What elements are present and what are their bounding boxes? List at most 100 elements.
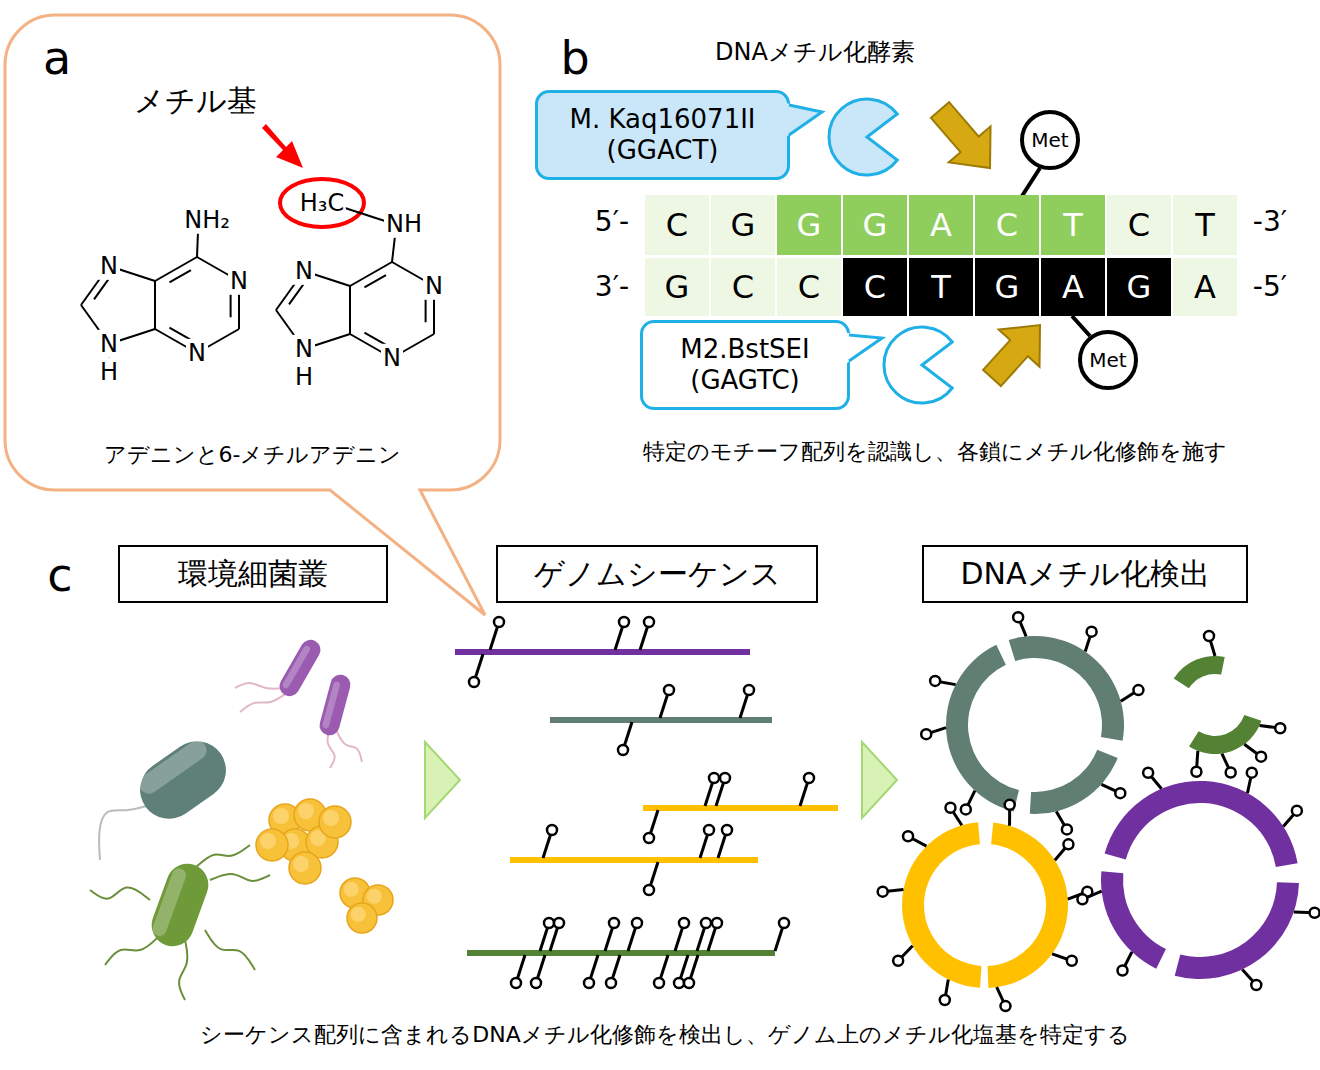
node-text: G: [665, 268, 690, 306]
node-text: A: [930, 206, 952, 244]
base-cell: G: [843, 195, 907, 255]
enzyme-icon: [829, 99, 897, 175]
panel-letter: b: [560, 33, 589, 84]
node-text: T: [1195, 206, 1215, 244]
flagellum: [240, 692, 288, 712]
flow-triangle: [425, 742, 460, 818]
flagellum: [179, 940, 187, 1000]
highlight-ellipse: [280, 179, 364, 227]
base-cell: T: [1173, 195, 1237, 255]
flagellum: [210, 874, 270, 881]
atom-label: N: [293, 257, 315, 285]
panel-letter: c: [47, 550, 72, 601]
atom-label: N: [98, 330, 120, 358]
node-text: M. Kaq16071II (GGACT): [548, 104, 777, 166]
callout-bubble: [5, 15, 500, 615]
base-cell: C: [975, 195, 1039, 255]
bacterium: [317, 672, 352, 737]
atom-label: N: [98, 252, 120, 280]
met-stem: [1022, 168, 1040, 196]
node-text: T: [1063, 206, 1083, 244]
molecule-structure: [276, 236, 434, 367]
node-text: ゲノムシーケンス: [534, 556, 781, 592]
atom-label: H: [293, 363, 315, 391]
node-text: G: [797, 206, 822, 244]
red-arrow: [262, 124, 303, 168]
annotation: 3′-: [595, 272, 629, 303]
node-text: Met: [1031, 128, 1068, 152]
node-text: G: [995, 268, 1020, 306]
callout-tail: [847, 333, 882, 363]
atom-label: NH: [384, 210, 424, 238]
atom-label: N: [293, 335, 315, 363]
circular-genome: [878, 800, 1093, 1011]
sequence-read: [643, 773, 838, 843]
base-cell: G: [975, 258, 1039, 316]
bacterium: [146, 858, 215, 952]
node-text: アデニンと6-メチルアデニン: [104, 442, 402, 468]
atom-label: N: [423, 272, 445, 300]
pointer-arrow: [983, 325, 1040, 386]
atom-label: NH₂: [182, 206, 232, 234]
bacterium: [276, 636, 324, 700]
methyl-marker: Met: [1078, 330, 1138, 390]
base-cell: C: [777, 258, 841, 316]
flagellum: [205, 930, 255, 970]
node-text: C: [732, 268, 754, 306]
node-text: Met: [1089, 348, 1126, 372]
step-box: ゲノムシーケンス: [496, 545, 818, 603]
sequence-read: [510, 825, 758, 895]
node-text: A: [1062, 268, 1084, 306]
coccus-cluster: [256, 799, 351, 884]
molecule-structure: [81, 232, 239, 362]
met-stem: [1072, 316, 1090, 336]
enzyme-callout: M. Kaq16071II (GGACT): [535, 90, 790, 180]
bacterium: [129, 730, 238, 830]
callout-tail: [789, 105, 822, 135]
annotation: DNAメチル化酵素: [715, 39, 915, 65]
annotation: 特定のモチーフ配列を認識し、各鎖にメチル化修飾を施す: [643, 440, 1227, 464]
node-text: G: [863, 206, 888, 244]
base-cell: G: [777, 195, 841, 255]
circular-genome: [1174, 631, 1285, 777]
base-cell: A: [1041, 258, 1105, 316]
methyl-marker: Met: [1020, 110, 1080, 170]
atom-label: N: [228, 267, 250, 295]
sequence-read: [550, 685, 772, 755]
coccus-cluster: [340, 878, 393, 933]
callout-tail: [849, 335, 882, 361]
flagellum: [195, 845, 250, 868]
flagellum: [105, 935, 160, 965]
flagellum: [336, 730, 362, 762]
sequence-read: [455, 617, 750, 687]
annotation: 5′-: [595, 207, 629, 238]
base-cell: A: [1173, 258, 1237, 316]
flagellum: [235, 683, 285, 689]
node-text: C: [864, 268, 886, 306]
callout-tail: [786, 103, 822, 137]
base-cell: C: [843, 258, 907, 316]
annotation: -3′: [1253, 207, 1287, 238]
pointer-arrow: [931, 102, 991, 168]
sequence-read: [467, 918, 789, 988]
node-text: T: [931, 268, 951, 306]
atom-label: N: [186, 339, 208, 367]
node-text: C: [1128, 206, 1150, 244]
atom-label: H₃C: [298, 189, 346, 217]
panel-letter: a: [43, 33, 71, 84]
bond: [345, 208, 388, 222]
circular-genome: [921, 612, 1143, 834]
base-cell: A: [909, 195, 973, 255]
node-text: DNAメチル化検出: [960, 556, 1209, 592]
circular-genome: [1077, 768, 1319, 990]
base-cell: C: [645, 195, 709, 255]
annotation: シーケンス配列に含まれるDNAメチル化修飾を検出し、ゲノム上のメチル化塩基を特定…: [200, 1023, 1129, 1047]
base-cell: C: [1107, 195, 1171, 255]
flagellum: [90, 887, 150, 900]
enzyme-icon: [884, 327, 952, 403]
enzyme-callout: M2.BstSEI (GAGTC): [640, 320, 850, 410]
node-text: G: [731, 206, 756, 244]
base-cell: C: [711, 258, 775, 316]
node-text: A: [1194, 268, 1216, 306]
